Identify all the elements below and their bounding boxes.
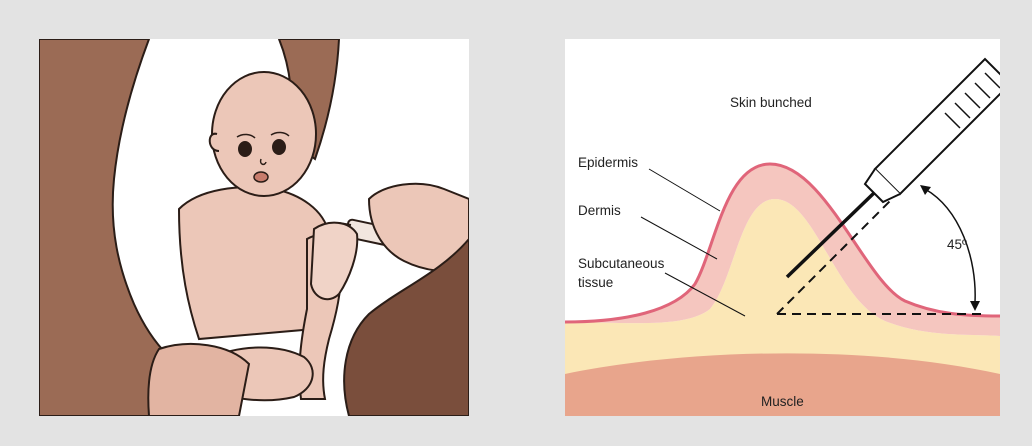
holding-hand xyxy=(311,223,357,300)
infant-eye-left xyxy=(238,141,252,157)
muscle-label: Muscle xyxy=(761,394,804,409)
subcutaneous-label-line2: tissue xyxy=(578,275,613,290)
epidermis-label: Epidermis xyxy=(578,155,638,170)
injection-illustration-panel xyxy=(39,39,469,416)
infant-mouth xyxy=(254,172,268,182)
infant-eye-right xyxy=(272,139,286,155)
epidermis-leader xyxy=(649,169,720,211)
subcutaneous-label-line1: Subcutaneous xyxy=(578,256,665,271)
dermis-leader xyxy=(641,217,717,259)
infant-leg xyxy=(148,344,249,416)
subcutaneous-layer xyxy=(565,199,1000,374)
angle-label: 45º xyxy=(947,237,967,252)
dermis-label: Dermis xyxy=(578,203,621,218)
subcutaneous-diagram-panel: Skin bunched Epidermis Dermis Subcutaneo… xyxy=(565,39,1000,416)
health-worker-arm xyxy=(344,239,469,416)
skin-layers-diagram: Skin bunched Epidermis Dermis Subcutaneo… xyxy=(565,39,1000,416)
skin-bunched-label: Skin bunched xyxy=(730,95,812,110)
infant-injection-illustration xyxy=(39,39,469,416)
diagram-syringe xyxy=(787,59,1000,277)
